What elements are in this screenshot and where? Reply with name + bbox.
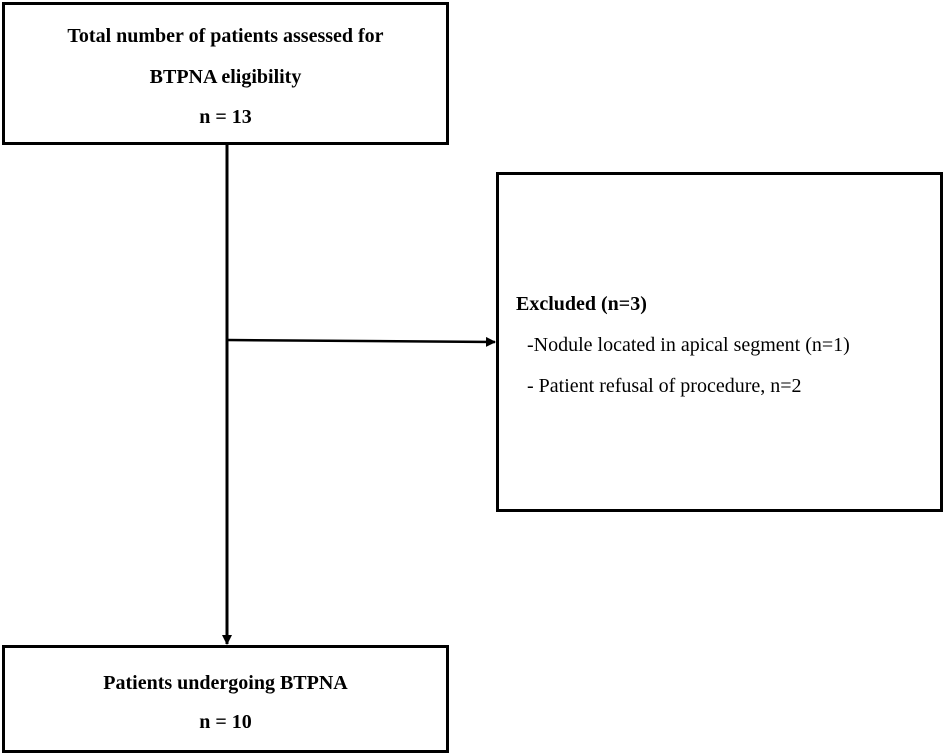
excluded-title: Excluded (n=3) [516, 293, 647, 315]
undergoing-title: Patients undergoing BTPNA [103, 672, 348, 694]
assessed-box: Total number of patients assessed for BT… [2, 2, 449, 145]
undergoing-box: Patients undergoing BTPNA n = 10 [2, 645, 449, 753]
assessed-title-line2: BTPNA eligibility [149, 66, 302, 88]
excluded-reason-refusal: - Patient refusal of procedure, n=2 [527, 375, 802, 397]
assessed-count: n = 13 [199, 106, 252, 128]
exclusion-branch-arrow [226, 336, 496, 347]
excluded-reason-apical: -Nodule located in apical segment (n=1) [527, 334, 850, 356]
excluded-box: Excluded (n=3) -Nodule located in apical… [496, 172, 943, 512]
undergoing-count: n = 10 [199, 711, 252, 733]
assessed-title-line1: Total number of patients assessed for [67, 25, 384, 47]
